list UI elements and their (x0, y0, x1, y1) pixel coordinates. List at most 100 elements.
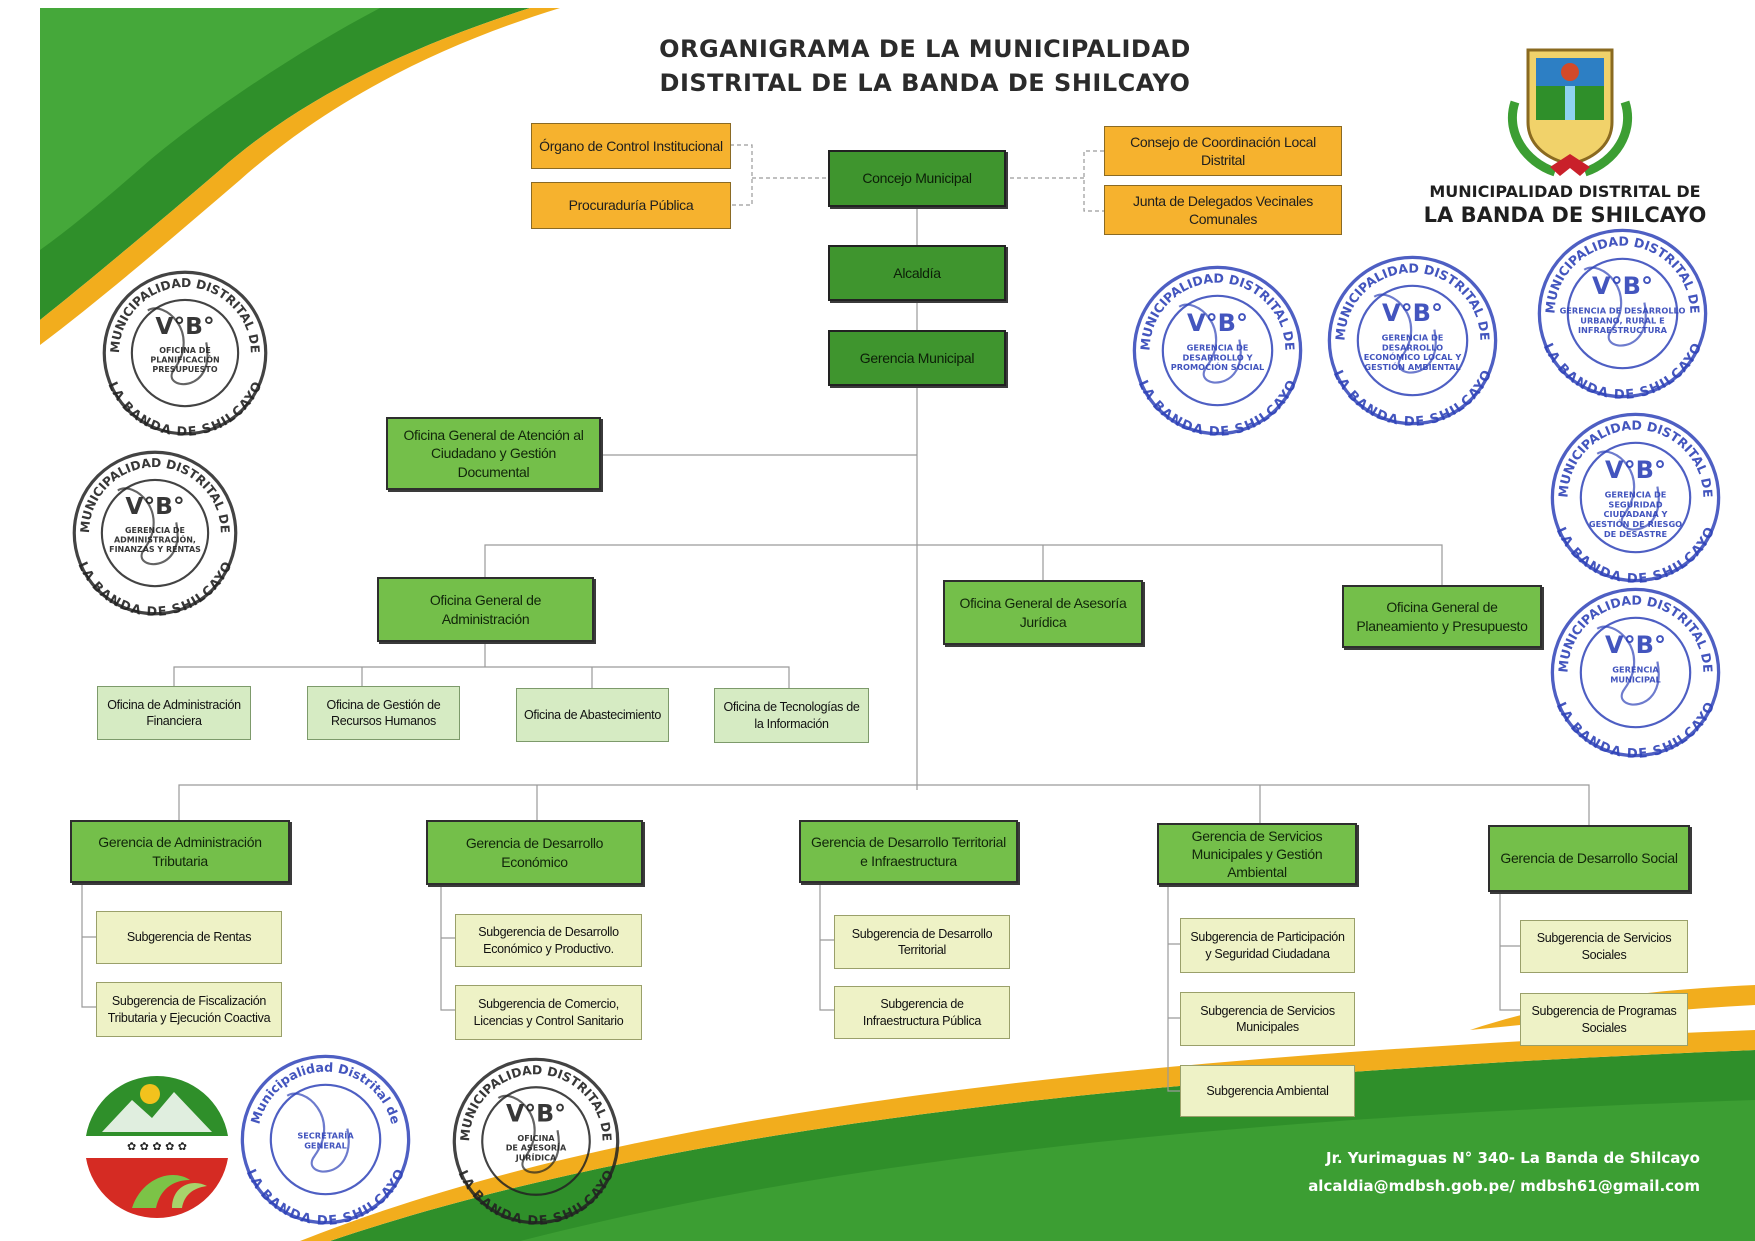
node-label: Oficina General de Planeamiento y Presup… (1356, 599, 1528, 634)
stamp-bottom-text: LA BANDA DE SHILCAYO (243, 1167, 408, 1227)
stamp-inner-text: ADMINISTRACIÓN, (114, 534, 196, 545)
stamp-mark-text: V°B° (1382, 299, 1443, 327)
svg-text:✿ ✿ ✿ ✿ ✿: ✿ ✿ ✿ ✿ ✿ (127, 1140, 187, 1153)
org-node-abastecimiento: Oficina de Abastecimiento (516, 688, 669, 742)
org-node-gerencia-tributaria: Gerencia de Administración Tributaria (70, 820, 290, 883)
org-node-gerencia-social: Gerencia de Desarrollo Social (1488, 825, 1690, 892)
stamp-inner-text: URBANO, RURAL E (1580, 315, 1664, 325)
stamp-bottom-text: LA BANDA DE SHILCAYO (1540, 341, 1705, 401)
node-label: Subgerencia de Participación y Seguridad… (1190, 930, 1345, 961)
org-node-gerencia-servicios: Gerencia de Servicios Municipales y Gest… (1157, 823, 1357, 885)
stamp-inner-text: MUNICIPAL (1610, 674, 1661, 684)
node-label: Oficina General de Atención al Ciudadano… (403, 427, 584, 480)
org-node-sub-infraestructura: Subgerencia de Infraestructura Pública (834, 986, 1010, 1039)
stamp-inner-text: GERENCIA DE (1187, 343, 1249, 353)
node-label: Subgerencia de Infraestructura Pública (862, 997, 982, 1028)
stamp-mark-text: V°B° (1592, 272, 1653, 300)
org-node-concejo-municipal: Concejo Municipal (828, 150, 1006, 207)
node-label: Gerencia de Desarrollo Económico (465, 835, 604, 870)
stamp-inner-text: SECRETARÍA (297, 1129, 354, 1140)
node-label: Subgerencia de Programas Sociales (1531, 1004, 1677, 1035)
signature-scribble (1583, 266, 1647, 347)
stamp-inner-text: DESARROLLO Y (1182, 352, 1253, 362)
stamp-mark-text: V°B° (125, 492, 184, 520)
stamp-inner-text: FINANZAS Y RENTAS (109, 545, 201, 554)
signature-scribble (1373, 293, 1437, 374)
node-label: Subgerencia de Desarrollo Territorial (851, 926, 993, 957)
org-node-gerencia-municipal: Gerencia Municipal (828, 330, 1006, 386)
stamp-bottom-text: LA BANDA DE SHILCAYO (105, 380, 266, 438)
signature-scribble (286, 1092, 350, 1173)
signature-scribble (1596, 625, 1660, 706)
stamp-inner-text: PLANIFICACIÓN (150, 354, 219, 365)
node-label: Consejo de Coordinación Local Distrital (1130, 133, 1316, 168)
footer-contact: Jr. Yurimaguas N° 340- La Banda de Shilc… (1240, 1144, 1700, 1200)
stamp-inner-text: DE ASESORÍA (506, 1142, 567, 1153)
signature-scribble (117, 487, 179, 566)
org-node-sub-participacion: Subgerencia de Participación y Seguridad… (1180, 918, 1355, 973)
node-label: Gerencia de Desarrollo Territorial e Inf… (811, 834, 1006, 869)
org-node-gerencia-economico: Gerencia de Desarrollo Económico (426, 820, 643, 885)
org-node-sub-rentas: Subgerencia de Rentas (96, 911, 282, 964)
org-node-oficina-administracion: Oficina General de Administración (377, 577, 594, 642)
crest-logo (1507, 48, 1633, 177)
stamp-inner-text: PROMOCIÓN SOCIAL (1171, 361, 1265, 372)
org-node-sub-programas: Subgerencia de Programas Sociales (1520, 993, 1688, 1046)
stamp-inner-text: GESTIÓN DE RIESGO (1589, 518, 1682, 529)
stamp-mark-text: V°B° (1187, 309, 1248, 337)
page-title: ORGANIGRAMA DE LA MUNICIPALIDAD DISTRITA… (600, 32, 1250, 100)
stamp-inner-text: OFICINA (517, 1134, 555, 1143)
stamp-bottom-text: LA BANDA DE SHILCAYO (1135, 378, 1300, 438)
shilcayo-emblem-logo: ✿ ✿ ✿ ✿ ✿ (85, 1071, 229, 1219)
node-label: Oficina General de Administración (429, 592, 542, 627)
node-label: Subgerencia de Servicios Municipales (1200, 1003, 1335, 1034)
stamp-inner-text: DESARROLLO (1382, 342, 1443, 352)
stamp-inner-text: GENERAL (304, 1140, 347, 1150)
municipality-name: MUNICIPALIDAD DISTRITAL DE LA BANDA DE S… (1400, 182, 1730, 228)
node-label: Oficina de Gestión de Recursos Humanos (326, 697, 441, 728)
stamp-inner-text: OFICINA DE (159, 346, 211, 355)
stamp-inner-text: GERENCIA DE (125, 526, 185, 535)
stamp-inner-text: DE DESASTRE (1604, 529, 1667, 539)
signature-scribble (1596, 450, 1660, 531)
node-label: Subgerencia de Servicios Sociales (1536, 931, 1672, 962)
org-node-sub-servicios-sociales: Subgerencia de Servicios Sociales (1520, 920, 1688, 973)
footer-address: Jr. Yurimaguas N° 340- La Banda de Shilc… (1326, 1149, 1700, 1167)
stamp-inner-text: GERENCIA (1612, 665, 1659, 675)
node-label: Junta de Delegados Vecinales Comunales (1133, 192, 1313, 227)
org-node-sub-des-territorial: Subgerencia de Desarrollo Territorial (834, 915, 1010, 969)
municipality-name-line-2: LA BANDA DE SHILCAYO (1423, 203, 1707, 227)
org-node-junta-delegados: Junta de Delegados Vecinales Comunales (1104, 185, 1342, 235)
node-label: Oficina de Tecnologías de la Información (723, 700, 860, 731)
stamp-inner-text: INFRAESTRUCTURA (1578, 325, 1668, 335)
stamp-mark-text: V°B° (1605, 456, 1666, 484)
stamp-bottom-text: LA BANDA DE SHILCAYO (75, 560, 236, 618)
org-node-gerencia-territorial: Gerencia de Desarrollo Territorial e Inf… (799, 820, 1018, 883)
stamp-inner-text: GERENCIA DE (1382, 333, 1444, 343)
node-label: Subgerencia de Fiscalización Tributaria … (107, 994, 271, 1025)
node-label: Órgano de Control Institucional (539, 137, 723, 154)
title-line-1: ORGANIGRAMA DE LA MUNICIPALIDAD (659, 35, 1191, 63)
node-label: Concejo Municipal (862, 170, 972, 187)
signature-scribble (1178, 303, 1242, 384)
node-label: Gerencia de Administración Tributaria (98, 834, 262, 869)
org-node-planeamiento-presupuesto: Oficina General de Planeamiento y Presup… (1342, 585, 1542, 648)
org-node-sub-fiscalizacion: Subgerencia de Fiscalización Tributaria … (96, 982, 282, 1037)
org-node-tecnologias: Oficina de Tecnologías de la Información (714, 688, 869, 743)
node-label: Subgerencia de Comercio, Licencias y Con… (473, 997, 624, 1028)
org-node-alcaldia: Alcaldía (828, 245, 1006, 301)
stamp-bottom-text: LA BANDA DE SHILCAYO (1553, 700, 1718, 760)
stamp-bottom-text: LA BANDA DE SHILCAYO (455, 1168, 618, 1227)
node-label: Gerencia Municipal (859, 349, 975, 366)
org-node-sub-comercio: Subgerencia de Comercio, Licencias y Con… (455, 985, 642, 1040)
org-node-adm-financiera: Oficina de Administración Financiera (97, 686, 251, 740)
node-label: Oficina de Administración Financiera (107, 697, 241, 728)
